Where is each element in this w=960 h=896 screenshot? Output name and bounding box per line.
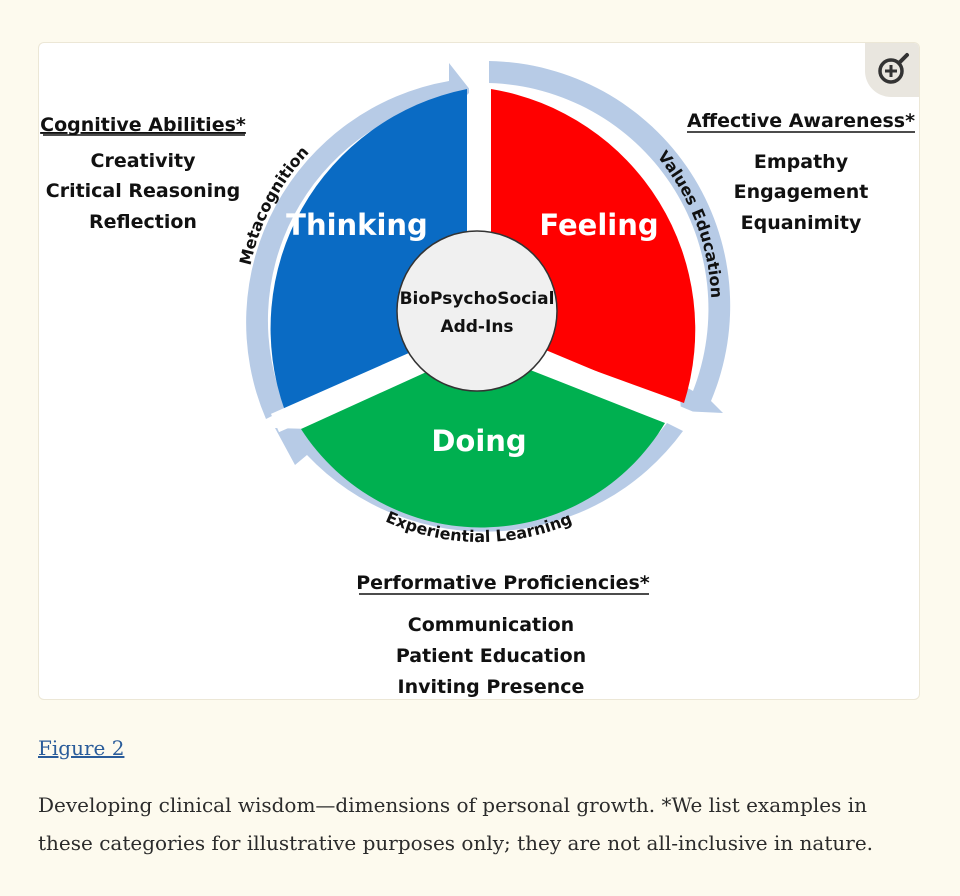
performative-item: Patient Education bbox=[396, 645, 586, 667]
thinking-label: Thinking bbox=[286, 208, 428, 242]
zoom-button[interactable] bbox=[865, 43, 919, 97]
feeling-label: Feeling bbox=[539, 208, 658, 242]
figure-link[interactable]: Figure 2 bbox=[38, 736, 125, 760]
performative-title: Performative Proficiencies* bbox=[356, 572, 650, 594]
cognitive-item: Critical Reasoning bbox=[46, 180, 241, 202]
performative-item: Communication bbox=[408, 614, 574, 636]
cognitive-item: Reflection bbox=[89, 211, 197, 233]
figure-caption: Developing clinical wisdom—dimensions of… bbox=[38, 793, 874, 855]
affective-item: Empathy bbox=[754, 151, 849, 173]
cognitive-item: Creativity bbox=[91, 150, 197, 172]
figure-card: BioPsychoSocial Add-Ins Thinking Feeling… bbox=[38, 42, 920, 700]
experiential-learning-arrow bbox=[275, 423, 683, 532]
cognitive-title: Cognitive Abilities* bbox=[40, 114, 246, 136]
wisdom-diagram: BioPsychoSocial Add-Ins Thinking Feeling… bbox=[40, 61, 915, 698]
doing-sector bbox=[301, 349, 665, 528]
affective-item: Engagement bbox=[734, 181, 869, 203]
performative-item: Inviting Presence bbox=[398, 676, 585, 698]
doing-label: Doing bbox=[431, 424, 526, 458]
center-label-line2: Add-Ins bbox=[440, 317, 513, 337]
zoom-in-icon bbox=[878, 53, 909, 84]
center-circle bbox=[396, 230, 558, 392]
affective-item: Equanimity bbox=[741, 212, 862, 234]
values-education-arrow bbox=[489, 61, 731, 413]
affective-title: Affective Awareness* bbox=[687, 110, 915, 132]
center-label-line1: BioPsychoSocial bbox=[400, 289, 555, 309]
